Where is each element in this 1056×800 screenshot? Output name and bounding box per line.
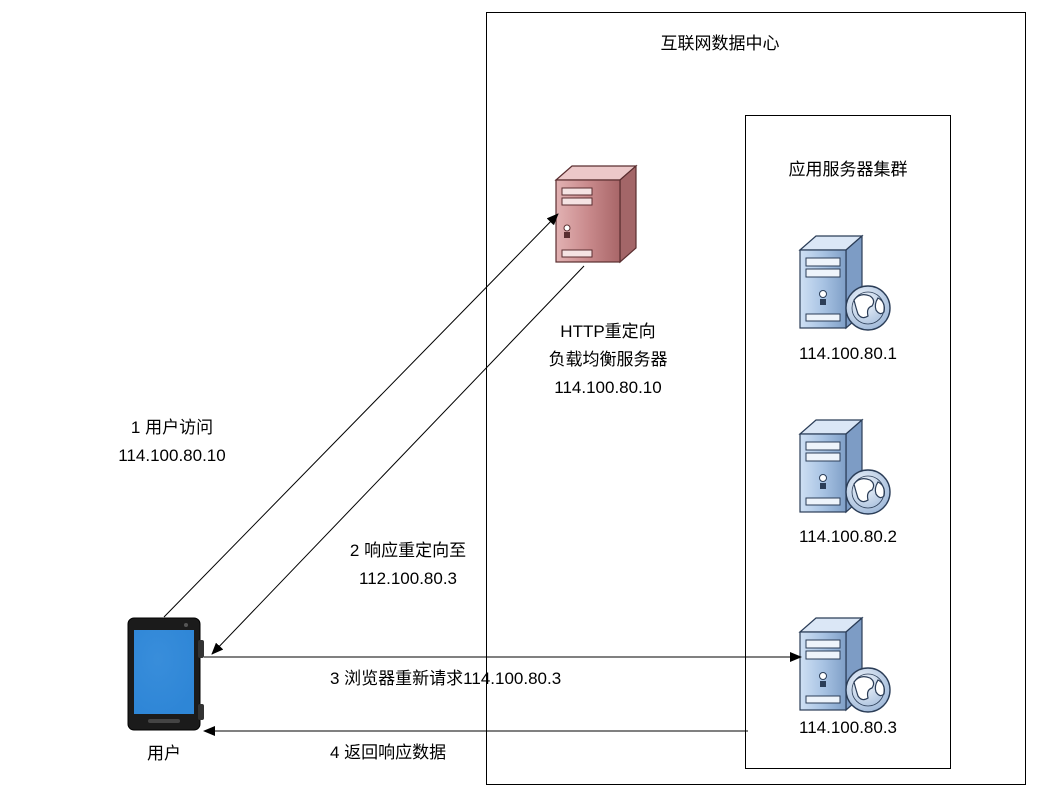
load-balancer-name-line1: HTTP重定向: [560, 322, 656, 341]
arrow-step2-redirect-to-user: [211, 265, 585, 655]
app-server-3-icon: [799, 617, 891, 713]
step3-label: 3 浏览器重新请求114.100.80.3: [330, 669, 562, 688]
server-3-ip: 114.100.80.3: [748, 716, 948, 740]
user-label: 用户: [147, 744, 181, 763]
cluster-title: 应用服务器集群: [788, 160, 908, 179]
step2-label-line1: 2 响应重定向至: [349, 541, 467, 560]
load-balancer-ip: 114.100.80.10: [554, 378, 662, 397]
app-server-1-icon: [799, 235, 891, 331]
user-device-icon: [127, 617, 204, 731]
step4-label: 4 返回响应数据: [330, 743, 447, 762]
app-server-2-icon: [799, 419, 891, 515]
load-balancer-name-line2: 负载均衡服务器: [548, 350, 668, 369]
datacenter-title: 互联网数据中心: [660, 34, 780, 53]
step1-label-line2: 114.100.80.10: [118, 446, 226, 465]
step2-label-line2: 112.100.80.3: [359, 569, 457, 588]
server-1-ip: 114.100.80.1: [799, 344, 897, 363]
load-balancer-server-icon: [554, 164, 638, 264]
arrow-step1-user-to-loadbalancer: [163, 213, 559, 618]
datacenter-boundary: [486, 12, 1026, 785]
step1-label-line1: 1 用户访问: [130, 418, 214, 437]
server-2-ip: 114.100.80.2: [799, 527, 897, 546]
cluster-boundary: [745, 115, 951, 769]
